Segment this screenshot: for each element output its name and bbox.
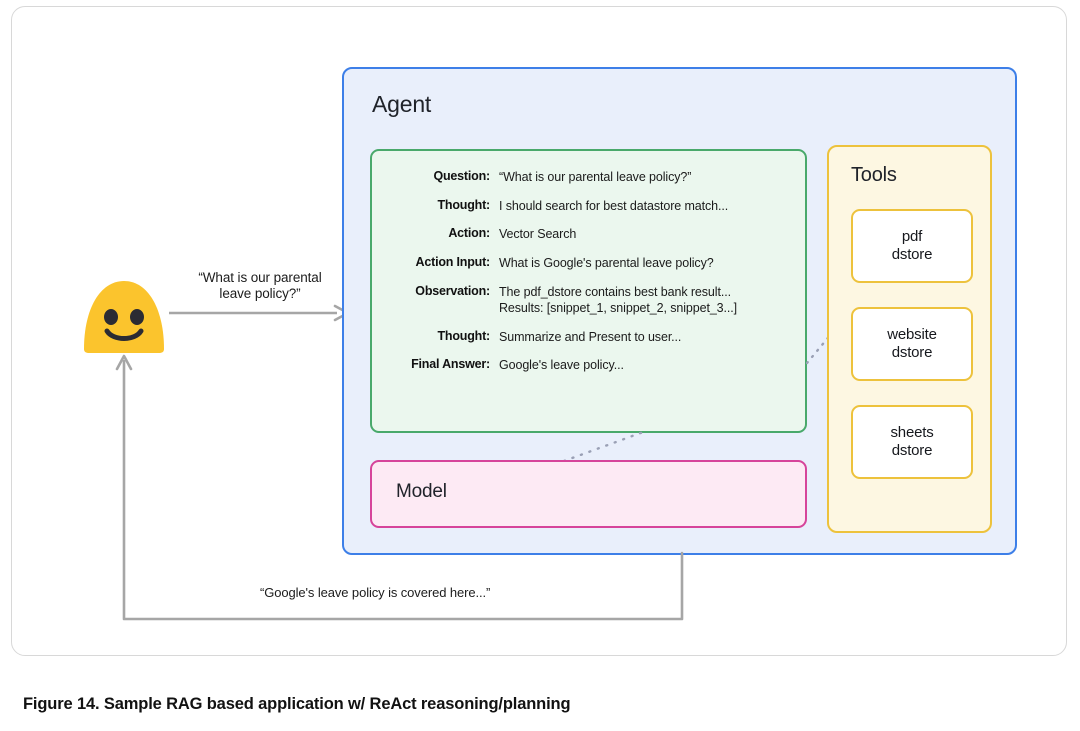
agent-answer-label: “Google's leave policy is covered here..…: [260, 585, 491, 600]
trace-value: Vector Search: [499, 227, 577, 242]
trace-row: Question: “What is our parental leave po…: [372, 169, 791, 186]
trace-value: The pdf_dstore contains best bank result…: [499, 284, 791, 317]
trace-label: Action Input:: [415, 254, 491, 269]
figure-card: “What is our parental leave policy?” Age…: [11, 6, 1067, 656]
trace-value: I should search for best datastore match…: [499, 198, 729, 213]
tool-card-line-1: sheets: [890, 424, 934, 441]
trace-row: Action Input: What is Google's parental …: [372, 255, 791, 272]
tool-card-line-2: dstore: [891, 344, 933, 361]
figure-caption: Figure 14. Sample RAG based application …: [23, 695, 571, 713]
tools-panel: Tools pdf dstore website dstore sheets d…: [827, 145, 992, 533]
tool-card-pdf-dstore[interactable]: pdf dstore: [851, 209, 973, 283]
trace-label: Observation:: [415, 283, 490, 298]
user-question-line-2: leave policy?”: [219, 286, 301, 302]
tool-list: pdf dstore website dstore sheets dstore: [851, 209, 973, 503]
tool-card-sheets-dstore[interactable]: sheets dstore: [851, 405, 973, 479]
question-arrow-icon: [169, 302, 350, 324]
tools-title: Tools: [851, 164, 897, 186]
trace-row: Thought: I should search for best datast…: [372, 198, 791, 215]
trace-value-line-2: Results: [snippet_1, snippet_2, snippet_…: [499, 301, 738, 316]
trace-value: “What is our parental leave policy?”: [499, 170, 692, 184]
trace-row: Thought: Summarize and Present to user..…: [372, 329, 791, 346]
trace-label: Question:: [433, 169, 490, 183]
agent-title: Agent: [372, 91, 432, 117]
trace-label: Action:: [448, 226, 490, 241]
trace-row: Observation: The pdf_dstore contains bes…: [372, 284, 791, 317]
trace-label: Thought:: [437, 197, 490, 212]
trace-value: What is Google's parental leave policy?: [499, 255, 714, 270]
trace-value: Google's leave policy...: [499, 358, 624, 373]
answer-return-arrow-icon: [108, 347, 708, 637]
trace-value-line-1: The pdf_dstore contains best bank result…: [499, 284, 731, 299]
react-to-model-connector: [562, 429, 648, 463]
trace-value: Summarize and Present to user...: [499, 329, 682, 344]
trace-row: Action: Vector Search: [372, 226, 791, 243]
user-question-line-1: “What is our parental: [198, 270, 322, 285]
tool-card-line-1: pdf: [901, 228, 923, 245]
model-panel: Model: [370, 460, 807, 528]
agent-container: Agent Question: “What is our parental le…: [342, 67, 1017, 555]
react-trace-panel: Question: “What is our parental leave po…: [370, 149, 807, 433]
tool-card-line-2: dstore: [891, 442, 933, 459]
trace-label: Final Answer:: [411, 357, 490, 372]
tool-card-line-1: website: [887, 326, 937, 343]
smiley-blob-face-icon: [80, 275, 168, 355]
tool-card-website-dstore[interactable]: website dstore: [851, 307, 973, 381]
tool-card-line-2: dstore: [891, 246, 933, 263]
trace-label: Thought:: [437, 328, 490, 343]
trace-row: Final Answer: Google's leave policy...: [372, 357, 791, 374]
user-question-label: “What is our parental leave policy?”: [170, 270, 350, 303]
model-title: Model: [396, 481, 447, 502]
